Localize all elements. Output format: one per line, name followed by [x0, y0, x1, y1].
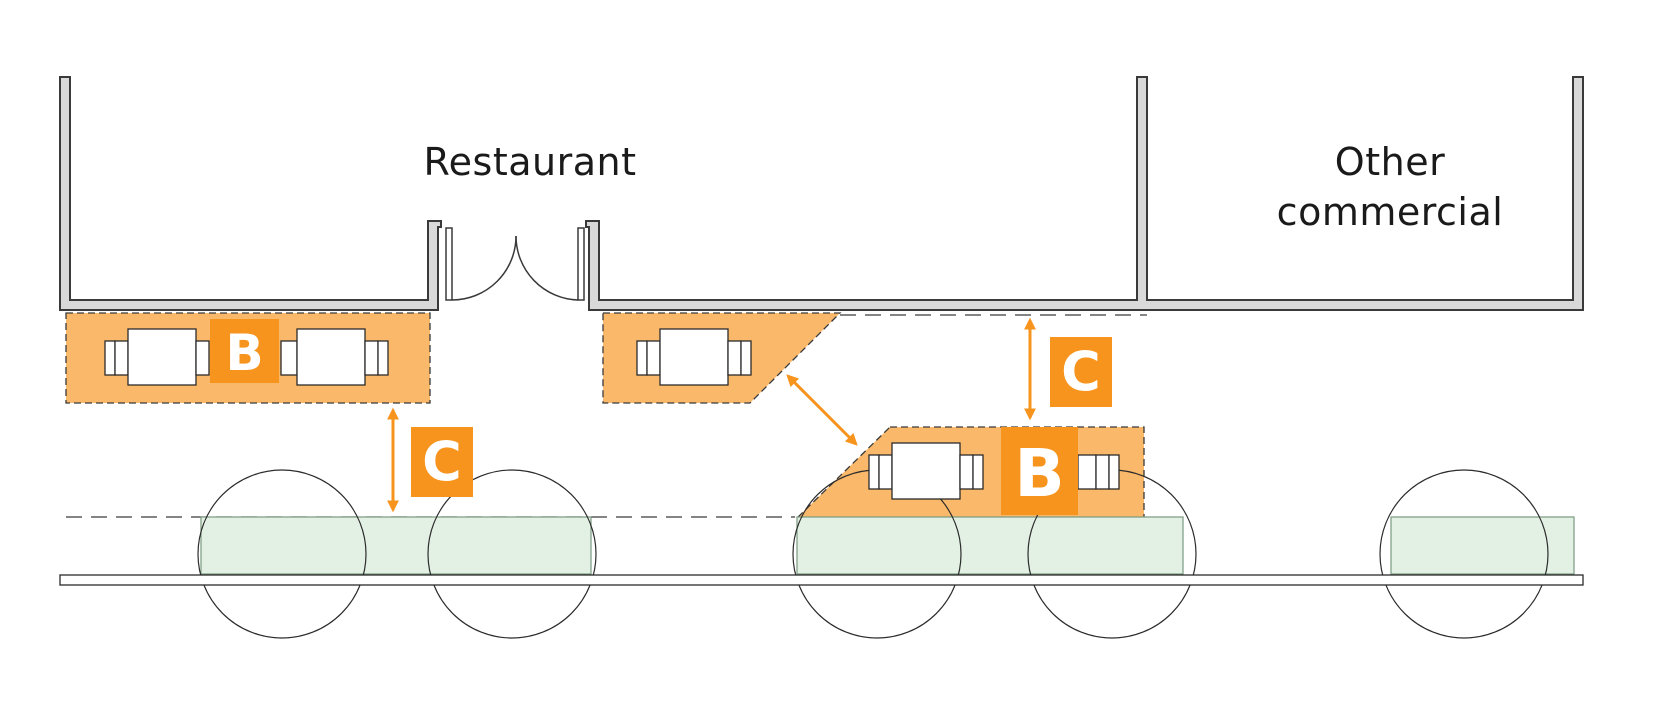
- planter-2: [796, 516, 1184, 575]
- door-leaf-left: [445, 227, 453, 301]
- table-set-1: [104, 328, 210, 386]
- table-set-3: [636, 328, 752, 386]
- tree-canopies: [197, 469, 1549, 639]
- badge-b-right-text: B: [1014, 435, 1064, 512]
- sidewalk-curb: [59, 574, 1584, 586]
- badge-c-left-text: C: [422, 430, 462, 493]
- badge-b-right: B: [1001, 427, 1078, 515]
- tree-canopy-2: [427, 469, 597, 639]
- other-commercial-label-line1: Other: [1335, 140, 1445, 184]
- table-top: [891, 442, 961, 500]
- tree-canopy-1: [197, 469, 367, 639]
- other-commercial-label-line2: commercial: [1277, 190, 1504, 234]
- table-set-4: [868, 442, 984, 500]
- badge-b-left-text: B: [225, 324, 263, 382]
- clearance-arrows: [387, 317, 1036, 513]
- door-leaf-right: [577, 227, 585, 301]
- table-top: [296, 328, 366, 386]
- clearance-arrow-diagonal: [786, 374, 858, 446]
- table-set-2: [280, 328, 389, 386]
- planter-1: [200, 516, 592, 575]
- door-swing-left: [451, 235, 517, 301]
- tree-canopy-5: [1379, 469, 1549, 639]
- table-top: [127, 328, 197, 386]
- door-swing-right: [515, 235, 579, 301]
- tables: [104, 328, 1120, 500]
- restaurant-right-wall: [585, 76, 1584, 311]
- restaurant-left-wall: [59, 76, 442, 311]
- badge-c-right: C: [1050, 337, 1112, 407]
- badge-b-left: B: [210, 319, 279, 383]
- badge-c-right-text: C: [1061, 340, 1101, 403]
- table-top: [659, 328, 729, 386]
- building-walls: [59, 76, 1584, 311]
- planter-3: [1390, 516, 1575, 575]
- planters: [200, 516, 1575, 575]
- restaurant-label: Restaurant: [423, 140, 636, 184]
- table-set-5: [1077, 454, 1120, 490]
- badge-c-left: C: [411, 427, 473, 497]
- entrance-door: [445, 227, 585, 301]
